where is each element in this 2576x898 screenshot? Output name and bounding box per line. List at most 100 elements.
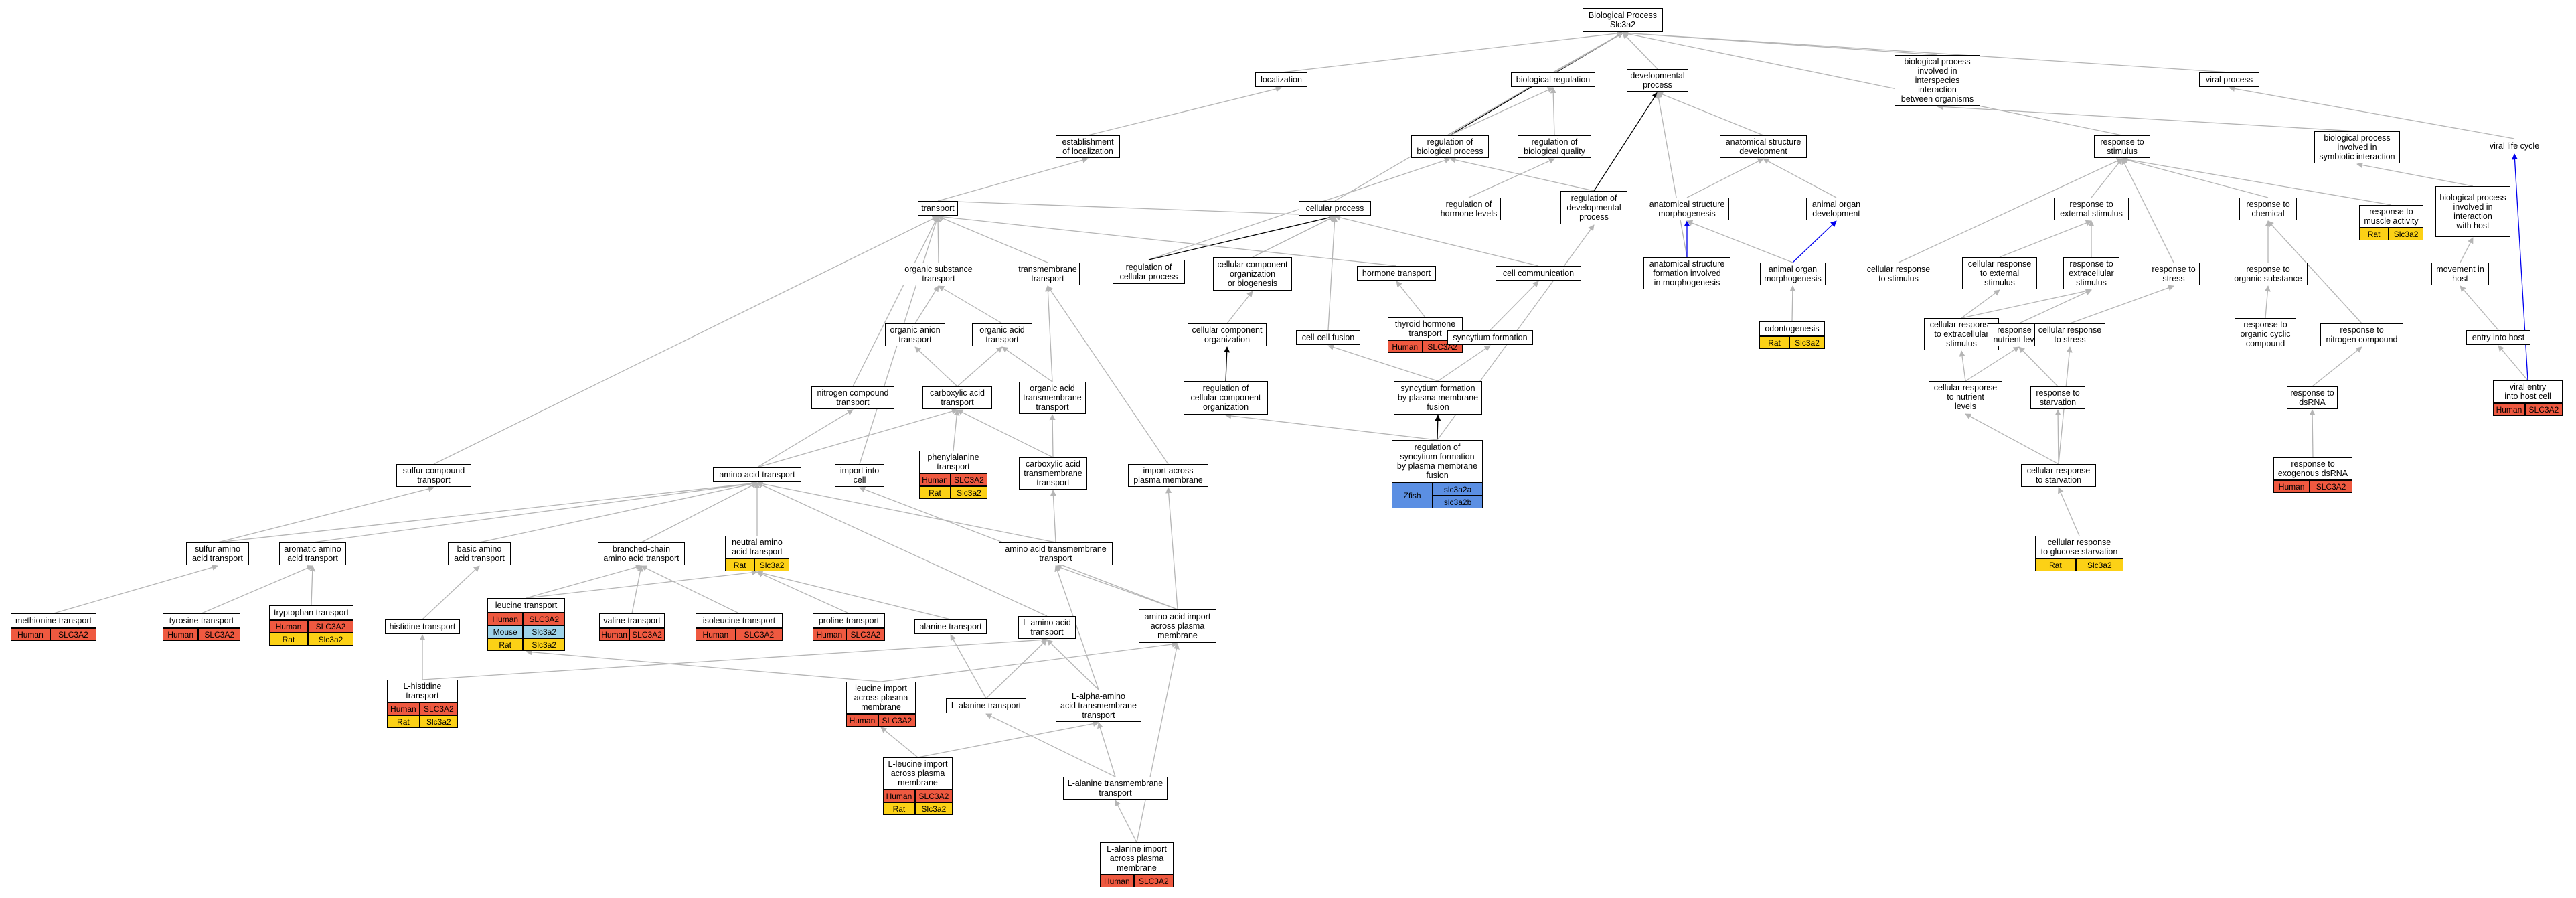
go-term-node[interactable]: regulation of cellular process [1113,260,1185,284]
go-term-node[interactable]: response to extracellular stimulus [2063,257,2119,289]
go-term-node[interactable]: movement in host [2431,263,2489,285]
go-term-node[interactable]: cellular response to stress [2034,323,2105,346]
go-term-node[interactable]: syncytium formation by plasma membrane f… [1394,381,1482,415]
go-term-node[interactable]: sulfur compound transport [396,464,471,487]
go-term-node[interactable]: regulation of hormone levels [1437,198,1501,220]
go-term-node[interactable]: cell communication [1496,266,1581,281]
go-term-node[interactable]: cellular response to extracellular stimu… [1924,318,1999,350]
go-term-node[interactable]: biological process involved in interacti… [2435,186,2510,237]
go-term-node[interactable]: L-alanine transport [946,698,1026,713]
go-term-node[interactable]: organic acid transmembrane transport [1019,382,1086,414]
go-term-node[interactable]: regulation of biological process [1411,135,1489,158]
go-term-node[interactable]: biological regulation [1511,72,1595,87]
go-term-node[interactable]: cellular response to external stimulus [1962,257,2037,289]
go-term-node[interactable]: regulation of biological quality [1518,135,1591,158]
go-term-node[interactable]: carboxylic acid transmembrane transport [1019,457,1087,490]
go-term-node[interactable]: organic substance transport [900,263,977,285]
go-term-node[interactable]: basic amino acid transport [448,542,511,565]
go-term-node[interactable]: organic acid transport [972,323,1032,346]
go-term-node[interactable]: cellular response to starvation [2021,464,2096,487]
go-term-node[interactable]: cellular component organization [1188,323,1267,346]
go-term-node[interactable]: L-amino acid transport [1018,616,1076,639]
go-term-node[interactable]: cellular component organization or bioge… [1213,257,1292,291]
is-a-edge [526,649,882,682]
go-term-node[interactable]: amino acid import across plasma membrane [1139,609,1216,643]
go-term-label: leucine transport [487,598,565,613]
go-term-node[interactable]: cellular response to nutrient levels [1929,381,2002,413]
go-term-node[interactable]: carboxylic acid transport [922,386,992,409]
go-term-node[interactable]: regulation of syncytium formation by pla… [1392,440,1483,508]
go-term-node[interactable]: cellular process [1299,201,1371,216]
go-term-node[interactable]: regulation of developmental process [1560,191,1627,224]
go-term-label: regulation of syncytium formation by pla… [1392,440,1483,483]
species-cell: Rat [725,558,755,571]
go-term-node[interactable]: response to nitrogen compound [2320,323,2403,346]
go-term-node[interactable]: regulation of cellular component organiz… [1184,381,1268,415]
go-term-node[interactable]: L-alpha-amino acid transmembrane transpo… [1056,690,1141,722]
go-term-node[interactable]: response to external stimulus [2054,198,2129,220]
go-term-node[interactable]: nitrogen compound transport [811,386,894,409]
go-term-node[interactable]: Biological Process Slc3a2 [1583,8,1663,32]
go-term-node[interactable]: viral life cycle [2484,139,2545,153]
go-term-node[interactable]: establishment of localization [1056,135,1120,158]
go-term-node[interactable]: L-alanine transmembrane transport [1063,777,1168,800]
go-term-node[interactable]: branched-chain amino acid transport [598,542,685,565]
go-term-node[interactable]: import across plasma membrane [1128,464,1208,487]
go-term-node[interactable]: animal organ morphogenesis [1760,263,1826,285]
go-term-node[interactable]: response to organic cyclic compound [2235,318,2296,350]
go-term-node[interactable]: animal organ development [1806,198,1866,220]
go-term-node[interactable]: histidine transport [385,619,460,634]
go-term-node[interactable]: response to dsRNA [2287,386,2338,409]
go-term-node[interactable]: response to organic substance [2229,263,2308,285]
go-term-node[interactable]: organic anion transport [885,323,945,346]
go-term-node[interactable]: transport [918,201,958,216]
go-term-node[interactable]: viral process [2199,72,2259,87]
go-term-node[interactable]: response to chemical [2239,198,2297,220]
go-term-node[interactable]: transmembrane transport [1016,263,1080,285]
go-term-node[interactable]: cellular response to stimulus [1862,263,1935,285]
go-term-node[interactable]: sulfur amino acid transport [186,542,249,565]
go-term-node[interactable]: response to stimulus [2094,135,2150,158]
go-term-node[interactable]: syncytium formation [1447,330,1533,345]
go-term-node[interactable]: hormone transport [1357,266,1436,281]
go-term-node[interactable]: response to stress [2148,263,2200,285]
go-term-node[interactable]: localization [1255,72,1307,87]
go-term-node[interactable]: anatomical structure development [1720,135,1807,158]
go-term-node[interactable]: anatomical structure morphogenesis [1645,198,1729,220]
go-term-node[interactable]: entry into host [2466,330,2530,345]
go-term-node[interactable]: cell-cell fusion [1296,330,1360,345]
go-term-node[interactable]: anatomical structure formation involved … [1643,257,1730,289]
is-a-edge [1449,87,1554,136]
go-term-node[interactable]: alanine transport [914,619,987,634]
go-term-node[interactable]: amino acid transport [713,467,801,482]
go-term-node[interactable]: developmental process [1627,69,1688,92]
go-term-node[interactable]: aromatic amino acid transport [279,542,346,565]
is-a-edge [1115,800,1137,843]
go-term-node[interactable]: import into cell [835,464,884,487]
is-a-edge [1334,214,1539,267]
go-term-node[interactable]: amino acid transmembrane transport [999,542,1113,565]
go-term-node[interactable]: biological process involved in symbiotic… [2314,131,2400,163]
go-term-node[interactable]: biological process involved in interspec… [1895,55,1980,106]
go-term-node[interactable]: response to starvation [2030,386,2085,409]
